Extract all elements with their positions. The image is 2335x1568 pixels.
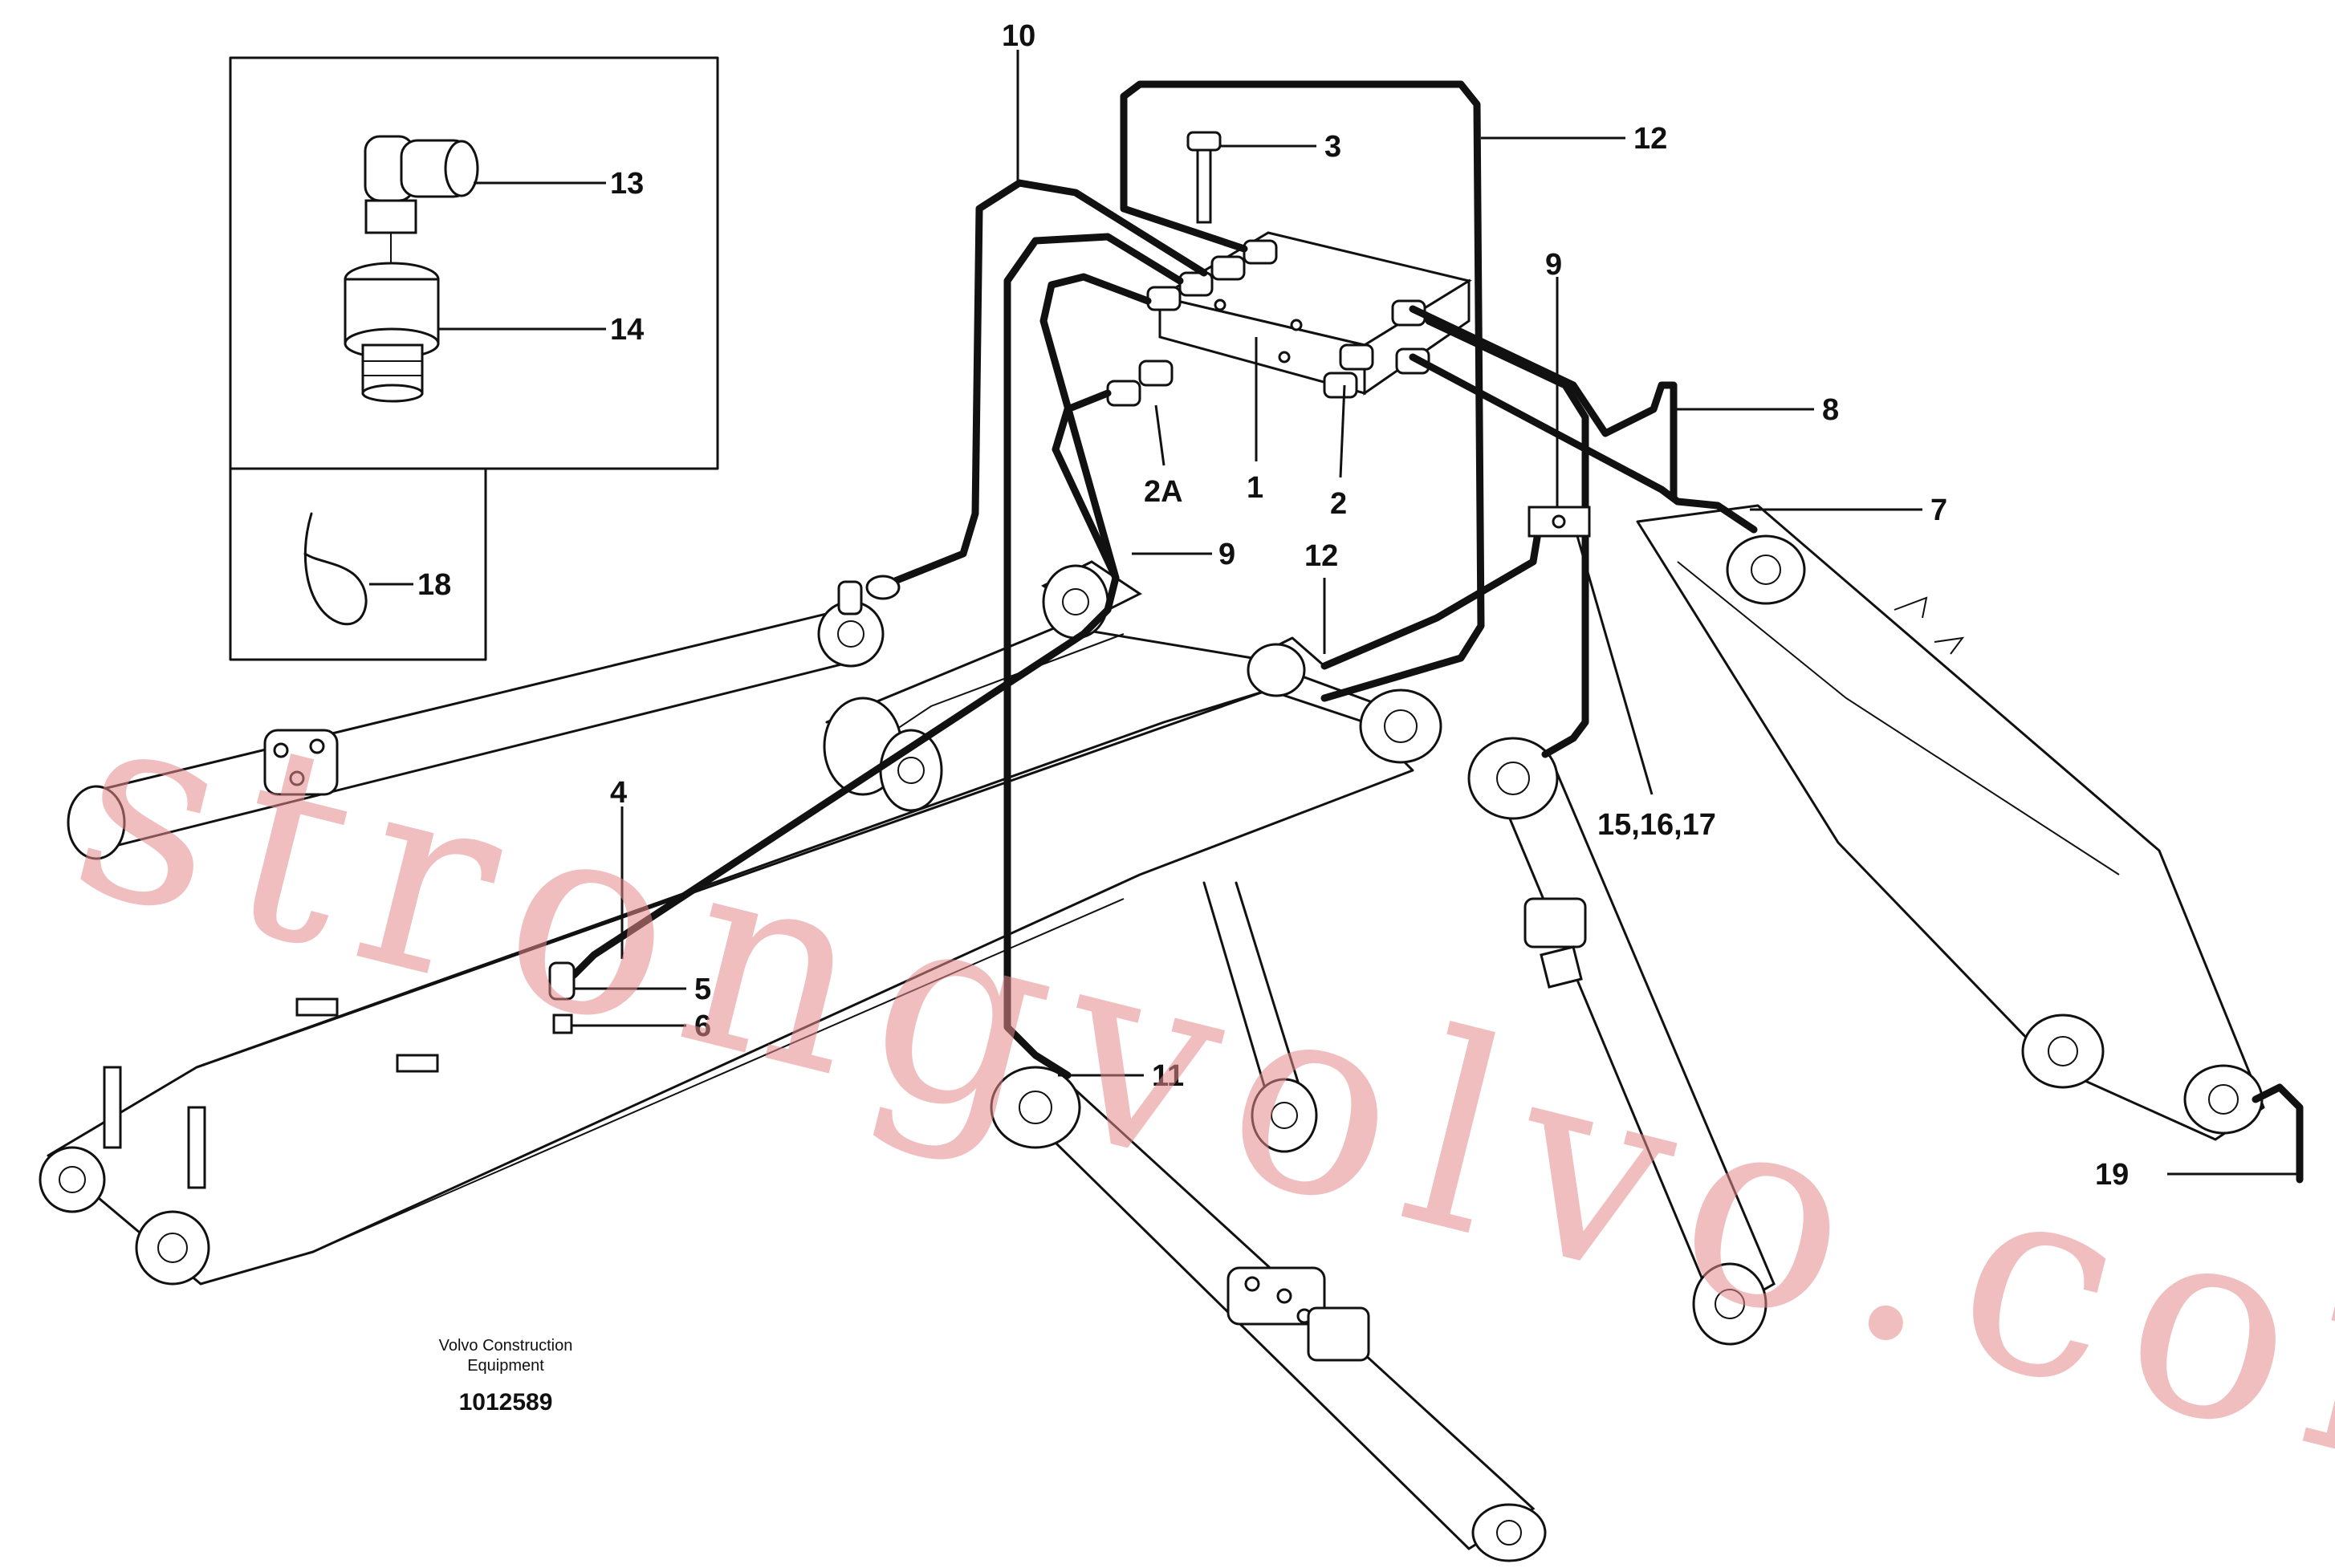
callout-9-mid: 9 — [1218, 538, 1235, 571]
callout-19: 19 — [2095, 1158, 2129, 1192]
credit-line-1: Volvo Construction — [439, 1337, 573, 1355]
callout-4: 4 — [610, 776, 627, 810]
watermark: strongvolvo.com — [49, 644, 2335, 1564]
callout-11: 11 — [1152, 1059, 1184, 1093]
inset-cable-tie: 18 — [229, 467, 487, 661]
fitting-5 — [548, 961, 576, 1001]
inset-frame-lower — [229, 467, 487, 661]
bolt-3 — [1186, 131, 1222, 224]
callout-labels: 10 3 12 9 8 7 2A 1 2 9 12 15,16,17 4 5 6… — [610, 19, 2129, 1192]
valve-block-1 — [1106, 131, 1472, 407]
arm-top-pin — [1726, 534, 1806, 605]
document-number: 1012589 — [459, 1389, 553, 1416]
arm-stick — [1636, 504, 2265, 1141]
hose-7 — [1409, 353, 1758, 534]
callout-5: 5 — [694, 973, 711, 1006]
hoses — [548, 80, 2304, 1184]
callout-6: 6 — [694, 1009, 711, 1043]
callout-10: 10 — [1002, 19, 1035, 53]
callout-12-top: 12 — [1633, 122, 1667, 156]
fitting-2A-left — [1106, 380, 1141, 407]
callout-8: 8 — [1822, 393, 1839, 427]
adapter-nut-14 — [344, 262, 440, 403]
boom-foot-pin-left — [39, 1146, 106, 1213]
inset-frame-upper — [229, 56, 719, 470]
elbow-fitting-13 — [364, 135, 479, 265]
lower-cylinder — [990, 1066, 1547, 1562]
hose-12-loop — [1120, 80, 1485, 702]
boom-cylinder-upper — [67, 600, 885, 860]
cable-tie-18 — [303, 512, 368, 625]
hose-8 — [1409, 305, 1678, 502]
callout-18: 18 — [417, 568, 451, 602]
callout-1: 1 — [1247, 471, 1263, 505]
hose-9-right — [1425, 317, 1589, 758]
callout-15-16-17: 15,16,17 — [1597, 808, 1716, 842]
callout-2A: 2A — [1144, 475, 1183, 509]
hose-19 — [2252, 1083, 2304, 1184]
hose-10 — [879, 179, 1208, 590]
leader-lines — [572, 50, 2300, 1176]
boom-foot-pin-right — [135, 1210, 210, 1286]
callout-3: 3 — [1324, 130, 1341, 164]
nipple-6 — [552, 1014, 573, 1034]
title-block: Volvo Construction Equipment 1012589 — [439, 1337, 573, 1416]
fitting-2A-right — [1138, 360, 1174, 387]
callout-7: 7 — [1930, 494, 1947, 527]
callout-14: 14 — [610, 313, 644, 347]
boom-head-pin — [1359, 689, 1442, 764]
main-boom — [39, 560, 1442, 1286]
arm-tip-pin — [2183, 1064, 2264, 1135]
callout-2: 2 — [1330, 487, 1347, 521]
callout-12-mid: 12 — [1304, 539, 1338, 573]
inset-fittings: 13 14 — [229, 56, 719, 470]
hose-11 — [1003, 233, 1184, 1079]
callout-9-top: 9 — [1545, 248, 1562, 282]
credit-line-2: Equipment — [467, 1357, 544, 1375]
callout-13: 13 — [610, 167, 644, 201]
arm-cylinder — [1202, 737, 1776, 1346]
